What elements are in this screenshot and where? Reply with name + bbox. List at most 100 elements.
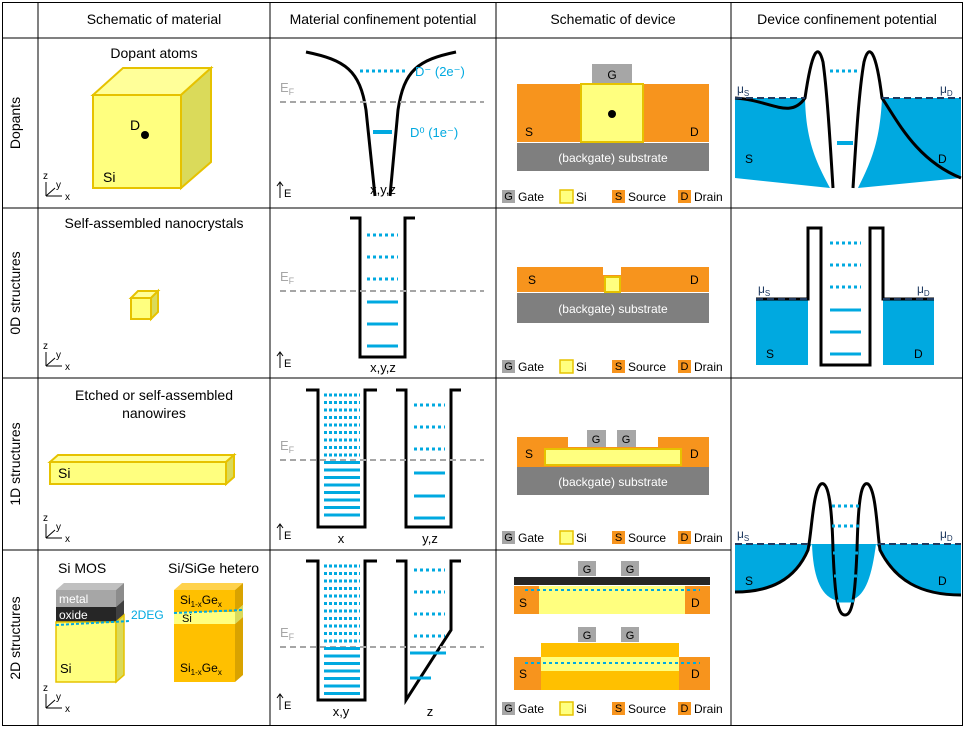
res-s-label: S [745, 152, 753, 166]
nanocrystal-title: Self-assembled nanocrystals [65, 215, 244, 231]
legend-label: Si [576, 360, 587, 374]
sige-dev-gate-2 [621, 627, 639, 642]
dopant-atoms-title: Dopant atoms [110, 45, 197, 61]
res-d-label-0d: D [914, 347, 923, 361]
legend-swatch-label: S [615, 191, 622, 203]
x-axis-label: x [65, 362, 70, 373]
legend-label: Si [576, 531, 587, 545]
2deg-label: 2DEG [131, 608, 164, 622]
energy-axis-label: E [284, 358, 291, 370]
y-axis-label: y [56, 522, 61, 533]
nanowire-side [225, 452, 235, 487]
backgate-substrate [517, 143, 709, 171]
mos-dev-d-label: D [691, 596, 700, 610]
box-potential [350, 216, 415, 359]
oxide-label: oxide [59, 608, 88, 622]
legend-label: Gate [518, 360, 544, 374]
notch [603, 267, 621, 275]
mos-metal-top [56, 583, 124, 590]
metal-label: metal [59, 592, 88, 606]
reservoir-left-0d [756, 299, 808, 365]
sige-bottom-side [235, 617, 243, 682]
legend-label: Gate [518, 190, 544, 204]
row-label-2d: 2D structures [7, 596, 23, 679]
gate-label: G [607, 68, 616, 82]
mu-s-label-merged: μS [737, 527, 749, 543]
source-label-0d: S [528, 273, 536, 287]
0d-device-potential: μS μD S D [756, 226, 934, 367]
legend-swatch-label: G [504, 191, 513, 203]
mos-dev-oxide [514, 577, 710, 585]
legend-label: Drain [694, 190, 723, 204]
dense-levels-2d-xy [324, 564, 360, 695]
row-label-0d: 0D structures [7, 251, 23, 334]
legend-swatch-label: D [681, 703, 689, 715]
y-axis-label: y [56, 180, 61, 191]
dopant-atom-dot [141, 131, 149, 139]
legend-swatch [502, 190, 515, 203]
mos-si [55, 621, 117, 683]
dopant-material-schematic: Dopant atoms D Si [90, 45, 214, 191]
0d-material-schematic: Self-assembled nanocrystals [65, 215, 244, 322]
mu-d-label-merged: μD [940, 527, 953, 543]
sige-bottom-label: Si1-xGex [180, 661, 222, 677]
gate-2-1d [617, 430, 636, 447]
source-label-1d: S [525, 447, 533, 461]
y-axis [45, 187, 56, 197]
d-minus-label: D⁻ (2e⁻) [415, 64, 465, 79]
mos-dev-gate-2 [621, 561, 639, 576]
axis-label-xyz: x,y,z [370, 182, 396, 197]
legend-swatch [678, 702, 691, 715]
mos-2deg-line [55, 620, 131, 626]
si-sige-title: Si/SiGe hetero [168, 560, 259, 576]
header-device-potential: Device confinement potential [757, 11, 937, 27]
axis-label-xy-2d: x,y [333, 704, 350, 719]
y-axis [45, 699, 56, 709]
legend-swatch [612, 360, 625, 373]
sige-dev-buffer [541, 671, 679, 690]
nanocrystal-front [130, 297, 152, 320]
triangular-potential-z [396, 559, 461, 706]
dopant-label: D [130, 117, 140, 133]
legend-label: Si [576, 190, 587, 204]
reservoir-fill-merged [735, 544, 961, 600]
dopant-device-potential: μS μD S D [734, 50, 962, 189]
header-material-schematic: Schematic of material [87, 11, 222, 27]
2d-material-schematic: Si MOS Si/SiGe hetero metal oxide Si 2DE… [55, 560, 259, 684]
gate-box [592, 64, 632, 84]
si-label: Si [103, 169, 115, 185]
sige-2deg-line [173, 609, 244, 614]
2d-device-schematic: G G S D G G S D [514, 561, 710, 690]
energy-axis-label: E [284, 188, 291, 200]
sige-top [174, 590, 235, 612]
legend-label: Gate [518, 531, 544, 545]
mu-d-label-0d: μD [917, 282, 930, 298]
legend-swatch-label: G [504, 703, 513, 715]
backgate-substrate-0d [517, 293, 709, 323]
legend-label: Drain [694, 702, 723, 716]
legend-swatch-label: D [681, 361, 689, 373]
energy-arrow-head [276, 693, 284, 699]
sige-top-label: Si1-xGex [180, 593, 222, 609]
nanowire-front [49, 461, 227, 485]
legend-label: Source [628, 702, 666, 716]
res-d-label-merged: D [938, 574, 947, 588]
legend-swatch [502, 360, 515, 373]
axis-label-yz-1d: y,z [422, 531, 438, 546]
row-label-dopants: Dopants [7, 97, 23, 149]
fermi-level-label: EF [280, 80, 295, 97]
0d-device-schematic: S D (backgate) substrate [517, 267, 709, 323]
legend-swatch-label: D [681, 532, 689, 544]
1d-device-schematic: G G S D (backgate) substrate [517, 430, 709, 495]
legend-swatch [612, 190, 625, 203]
mos-dev-gate-1 [578, 561, 596, 576]
mos-metal-side [116, 583, 124, 607]
nanocrystal-side [150, 288, 159, 322]
legend-swatch-label: S [615, 532, 622, 544]
dopant-device-schematic: G S D (backgate) substrate [517, 64, 709, 171]
z-axis-label: z [43, 683, 48, 694]
legend-label: Gate [518, 702, 544, 716]
mos-si-label: Si [60, 661, 72, 676]
